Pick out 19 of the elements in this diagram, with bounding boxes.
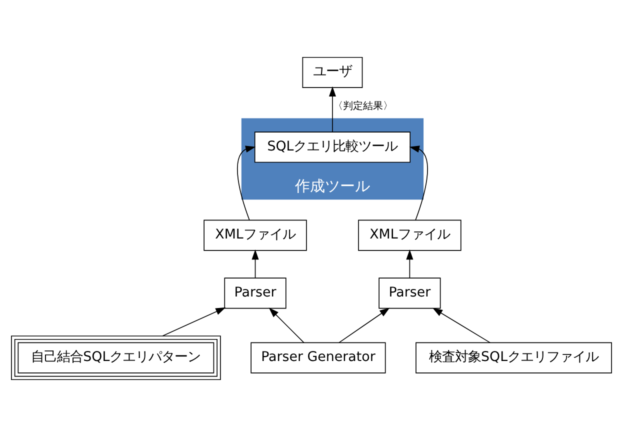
arrow: [268, 308, 304, 344]
node-box: Parser Generator: [250, 342, 386, 374]
arrow: [237, 146, 256, 220]
arrow: [406, 249, 414, 278]
node-box: 検査対象SQLクエリファイル: [416, 342, 612, 374]
node-box: ユーザ: [302, 56, 363, 88]
node-box: XMLファイル: [204, 220, 307, 251]
arrow: [432, 308, 491, 344]
node-box: XMLファイル: [358, 220, 462, 251]
node-box: Parser: [378, 278, 441, 309]
node-box: SQLクエリ比較ツール: [254, 132, 411, 163]
arrow: [252, 249, 259, 278]
arrow: [162, 307, 226, 336]
node-box: 自己結合SQLクエリパターン: [11, 336, 221, 380]
arrow: [328, 86, 336, 132]
arrow: [338, 308, 390, 344]
arrow: [409, 146, 428, 220]
node-box: Parser: [224, 278, 286, 309]
edge-label: 〈判定結果〉: [333, 101, 394, 112]
